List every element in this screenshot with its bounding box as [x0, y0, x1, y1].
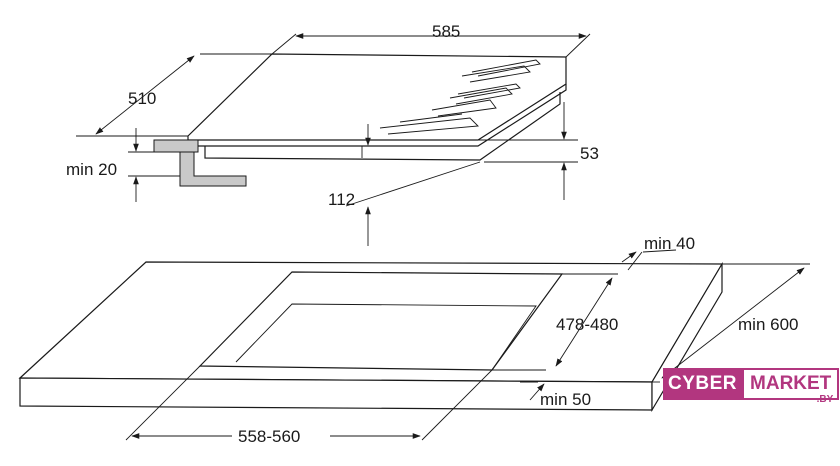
logo-market: MARKET .BY [742, 368, 840, 405]
label-510: 510 [128, 89, 156, 108]
label-53: 53 [580, 144, 599, 163]
dimension-112: 112 [328, 124, 481, 246]
cybermarket-logo: CYBER MARKET .BY [663, 368, 840, 405]
label-558-560: 558-560 [238, 427, 300, 446]
label-min-600: min 600 [738, 315, 798, 334]
hob-drawing [153, 53, 567, 187]
hob-body-below [204, 92, 561, 161]
pan-supports [379, 59, 541, 135]
cutout-inner [235, 303, 537, 371]
logo-market-text: MARKET [750, 373, 832, 394]
dimension-min-40: min 40 [621, 234, 695, 271]
dimension-min-600: min 600 [652, 263, 810, 383]
label-585: 585 [432, 22, 460, 41]
hob-top-surface [187, 53, 567, 141]
dimension-585: 585 [271, 22, 591, 58]
logo-cyber: CYBER [663, 368, 743, 400]
label-min-40: min 40 [644, 234, 695, 253]
label-min-20: min 20 [66, 160, 117, 179]
dimension-53: 53 [478, 102, 599, 200]
dimension-min-50: min 50 [520, 381, 591, 409]
countertop-drawing [18, 261, 724, 413]
dimension-558-560: 558-560 [125, 365, 493, 446]
logo-suffix: .BY [816, 394, 834, 405]
dimension-478-480: 478-480 [492, 273, 618, 371]
dimension-510: 510 [76, 53, 272, 137]
label-112: 112 [328, 190, 355, 209]
label-478-480: 478-480 [556, 315, 618, 334]
dimension-min-20: min 20 [66, 128, 180, 202]
label-min-50: min 50 [540, 390, 591, 409]
mounting-bracket [153, 139, 247, 187]
